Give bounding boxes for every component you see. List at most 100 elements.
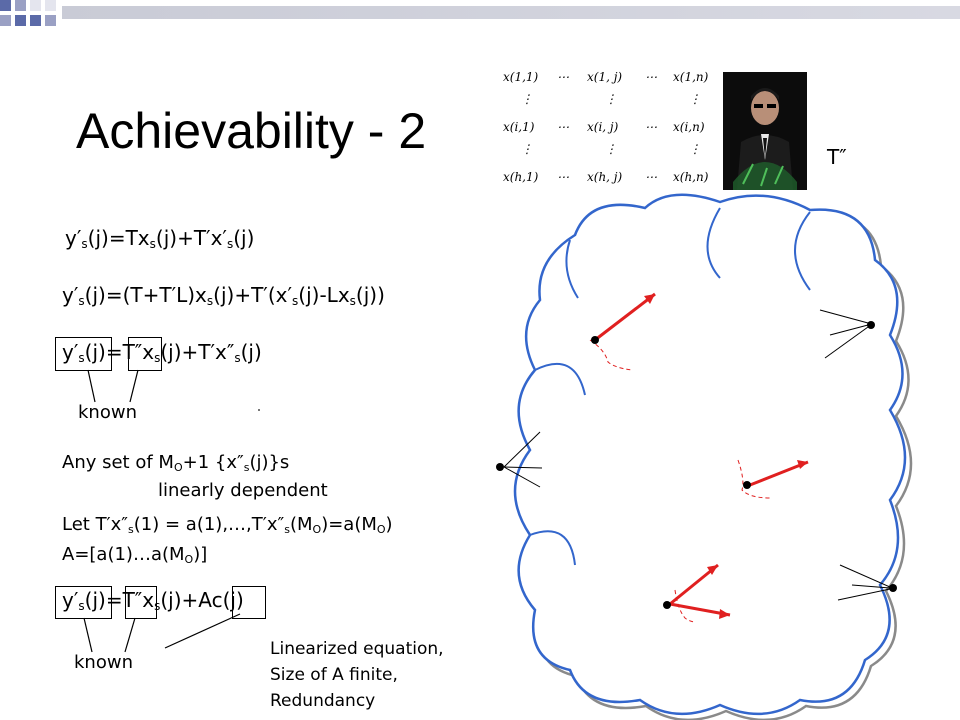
- red-arrow-head: [644, 294, 655, 304]
- decor-square: [0, 0, 11, 11]
- cloud-arc: [706, 207, 721, 279]
- text-let: Let T′x″s(1) = a(1),…,T′x″s(MO)=a(MO): [62, 514, 393, 536]
- eq-subscript: s: [78, 351, 85, 365]
- eq-text: y′: [65, 226, 82, 250]
- edge-line: [503, 431, 541, 468]
- red-arrow: [749, 460, 809, 487]
- slide-title: Achievability - 2: [76, 103, 427, 159]
- equation-4: y′s(j)=T″xs(j)+Ac(j): [62, 588, 244, 613]
- notes-block: Linearized equation, Size of A finite, R…: [270, 636, 444, 714]
- decor-square: [45, 0, 56, 11]
- eq-subscript: s: [206, 294, 214, 308]
- matrix-cell: x(1, j): [587, 70, 623, 84]
- text-subscript: s: [284, 523, 290, 536]
- edge-line: [503, 466, 543, 469]
- equation-1: y′s(j)=Txs(j)+T′x′s(j): [65, 226, 254, 251]
- eq-subscript: s: [234, 351, 241, 365]
- arrow-line: [124, 617, 136, 653]
- known-box-y2: [55, 586, 112, 619]
- matrix-cell: ⋮: [689, 142, 701, 156]
- text-part: )=a(M: [321, 514, 377, 535]
- eq-text: y′: [62, 588, 79, 612]
- eq-text: (j)-Lx: [298, 283, 350, 307]
- note-line: Redundancy: [270, 691, 376, 711]
- matrix-cell: ⋯: [645, 170, 657, 184]
- eq-subscript: s: [78, 599, 85, 613]
- cloud-arc: [534, 362, 586, 396]
- speck: [258, 409, 260, 411]
- red-dashed-curve: [737, 459, 771, 499]
- text-part: (M: [289, 514, 313, 535]
- decor-square: [15, 0, 26, 11]
- matrix-cell: ⋯: [645, 70, 657, 84]
- edge-line: [819, 309, 869, 324]
- eq-text: (j)+Ac(j): [160, 588, 244, 612]
- matrix-cell: ⋯: [557, 120, 569, 134]
- cloud-arc: [565, 239, 579, 299]
- eq-subscript: s: [292, 294, 299, 308]
- matrix-cell: x(1,1): [503, 70, 539, 84]
- matrix-cell: x(i,1): [503, 120, 535, 134]
- decor-band: [62, 6, 960, 19]
- eq-subscript: s: [226, 237, 234, 251]
- edge-line: [851, 584, 891, 589]
- text-subscript: s: [128, 523, 134, 536]
- note-line: Size of A finite,: [270, 665, 398, 685]
- equation-2: y′s(j)=(T+T′L)xs(j)+T′(x′s(j)-Lxs(j)): [62, 283, 385, 308]
- text-part: (j)}s: [249, 452, 290, 473]
- decor-square: [0, 15, 11, 26]
- terminal-dot: [496, 463, 504, 471]
- eq-subscript: s: [154, 599, 161, 613]
- matrix-cell: x(h,n): [673, 170, 709, 184]
- node-dot: [591, 336, 599, 344]
- decor-square: [45, 15, 56, 26]
- matrix-cell: ⋮: [521, 92, 533, 106]
- known-box-y: [55, 337, 112, 371]
- equation-3: y′s(j)=T″xs(j)+T′x″s(j): [62, 340, 262, 365]
- note-line: Linearized equation,: [270, 639, 444, 659]
- text-part: )]: [193, 544, 208, 565]
- matrix-cell: ⋯: [645, 120, 657, 134]
- terminal-dot: [867, 321, 875, 329]
- cloud-outline: [513, 193, 907, 716]
- matrix-cell: x(h,1): [503, 170, 539, 184]
- cloud-arc: [794, 211, 811, 291]
- decor-square: [30, 0, 41, 11]
- text-subscript: O: [312, 523, 322, 536]
- matrix-cell: ⋯: [557, 170, 569, 184]
- edge-line: [829, 324, 869, 336]
- eq-text: y′: [62, 340, 79, 364]
- red-dashed-curve: [674, 589, 697, 623]
- text-A-matrix: A=[a(1)…a(MO)]: [62, 544, 207, 566]
- eq-text: (j)+T′x′: [155, 226, 227, 250]
- matrix-cell: x(1,n): [673, 70, 709, 84]
- known-label-2: known: [74, 652, 133, 673]
- eq-subscript: s: [81, 237, 88, 251]
- t-double-prime-label: T″: [827, 145, 847, 169]
- matrix-cell: x(i,n): [673, 120, 705, 134]
- text-subscript: O: [184, 553, 194, 566]
- red-arrow-head: [719, 609, 730, 619]
- matrix-cell: x(h, j): [587, 170, 623, 184]
- edge-line: [839, 564, 891, 588]
- text-subscript: s: [243, 461, 250, 474]
- decor-square: [30, 15, 41, 26]
- red-arrow: [594, 292, 656, 342]
- agent-photo: [723, 72, 807, 190]
- text-part: (1) = a(1),…,T′x″: [133, 514, 285, 535]
- arrow-line: [164, 613, 241, 649]
- c-box: [232, 586, 266, 619]
- matrix-cell: ⋮: [689, 92, 701, 106]
- arrow-line: [83, 617, 93, 653]
- red-arrow-head: [707, 565, 718, 575]
- eq-text: (j)+T′x″: [160, 340, 235, 364]
- eq-subscript: s: [78, 294, 85, 308]
- matrix-cell: ⋯: [557, 70, 569, 84]
- eq-text: y′: [62, 283, 79, 307]
- arrow-line: [87, 369, 96, 403]
- top-decor-bar: [0, 0, 960, 30]
- text-part: Let T′x″: [62, 514, 129, 535]
- arrow-line: [129, 369, 139, 403]
- known-box-t2: [125, 586, 157, 619]
